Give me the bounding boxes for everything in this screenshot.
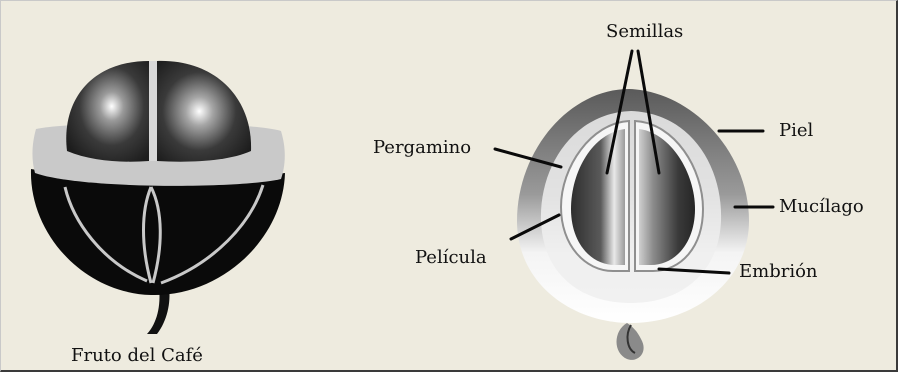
coffee-cross-section-illustration <box>517 89 749 360</box>
label-semillas: Semillas <box>606 23 683 41</box>
label-pelicula: Película <box>415 249 487 267</box>
label-pergamino: Pergamino <box>373 139 471 157</box>
label-embrion: Embrión <box>739 263 818 281</box>
label-piel: Piel <box>779 122 813 140</box>
label-mucilago: Mucílago <box>779 198 864 216</box>
coffee-fruit-illustration <box>31 61 285 334</box>
fruit-caption: Fruto del Café <box>71 347 203 365</box>
